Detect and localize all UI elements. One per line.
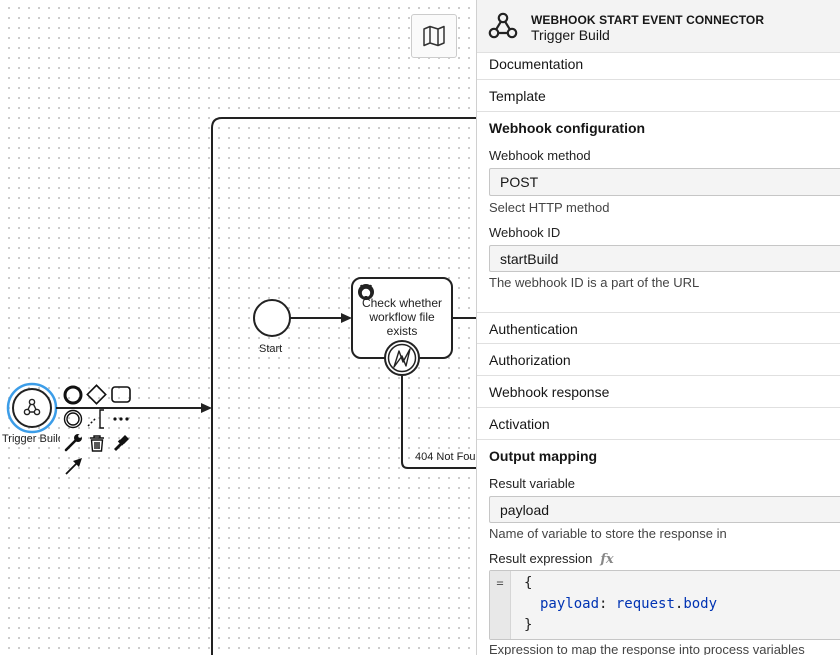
code-line-2: payload: request.body <box>540 596 717 612</box>
result-expression-label: Result expression fx <box>489 551 614 567</box>
trigger-event-label: Trigger Build <box>2 433 60 445</box>
feel-gutter-equals: = <box>490 571 511 639</box>
element-name: Trigger Build <box>531 27 610 43</box>
webhook-id-input[interactable]: startBuild <box>489 245 840 272</box>
webhook-id-description: The webhook ID is a part of the URL <box>489 275 700 290</box>
code-property: body <box>683 596 718 612</box>
group-template[interactable]: Template <box>477 80 840 112</box>
connect-arrow-icon[interactable] <box>65 458 82 475</box>
task-label-line: Check whether <box>361 296 443 310</box>
element-type: WEBHOOK START EVENT CONNECTOR <box>531 13 765 27</box>
minimap-toggle-button[interactable] <box>411 14 457 58</box>
group-webhook-configuration[interactable]: Webhook configuration <box>489 120 646 136</box>
github-icon <box>358 284 374 300</box>
webhook-method-select[interactable]: POST <box>489 168 840 196</box>
color-picker-icon[interactable] <box>114 435 129 451</box>
group-webhook-response[interactable]: Webhook response <box>477 376 840 408</box>
group-documentation[interactable]: Documentation <box>477 48 840 80</box>
webhook-method-description: Select HTTP method <box>489 200 610 215</box>
properties-panel: WEBHOOK START EVENT CONNECTOR Trigger Bu… <box>476 0 840 655</box>
text-annotation-icon[interactable] <box>87 409 104 429</box>
result-expression-description: Expression to map the response into proc… <box>489 642 805 655</box>
result-variable-label: Result variable <box>489 476 575 491</box>
end-event-icon[interactable] <box>63 385 83 405</box>
code-line-1: { <box>524 575 533 591</box>
trash-icon[interactable] <box>90 435 104 452</box>
task-icon[interactable] <box>111 386 131 403</box>
boundary-inner-ring <box>387 343 417 373</box>
task-label-line: workflow file <box>369 310 435 324</box>
start-event-label: Start <box>259 343 283 355</box>
group-authorization[interactable]: Authorization <box>477 344 840 376</box>
flow-arrowhead <box>201 403 212 413</box>
diagram-svg <box>6 117 476 655</box>
feel-fx-icon[interactable]: fx <box>600 552 614 567</box>
error-flow-label: 404 Not Fou <box>415 451 476 463</box>
panel-header: WEBHOOK START EVENT CONNECTOR Trigger Bu… <box>477 0 840 53</box>
code-object: request <box>615 596 675 612</box>
result-expression-editor[interactable]: = { payload: request.body } <box>489 570 840 640</box>
gateway-icon[interactable] <box>86 384 107 405</box>
result-variable-description: Name of variable to store the response i… <box>489 526 727 541</box>
group-output-mapping[interactable]: Output mapping <box>489 448 598 464</box>
task-label-line: exists <box>386 324 418 338</box>
more-icon[interactable] <box>113 417 129 421</box>
webhook-id-label: Webhook ID <box>489 225 561 240</box>
subprocess-frame[interactable] <box>211 117 476 655</box>
intermediate-event-icon[interactable] <box>63 409 83 429</box>
wrench-icon[interactable] <box>64 434 82 452</box>
start-event[interactable] <box>253 299 291 337</box>
code-line-3: } <box>524 617 533 633</box>
trigger-start-event[interactable] <box>12 388 52 428</box>
code-colon: : <box>599 596 616 612</box>
task-label: Check whether workflow file exists <box>352 296 452 338</box>
sequence-flow-error[interactable] <box>401 376 476 469</box>
webhook-method-label: Webhook method <box>489 148 591 163</box>
group-authentication[interactable]: Authentication <box>477 312 840 344</box>
webhook-icon <box>488 12 518 39</box>
lightning-error-icon <box>393 348 411 368</box>
map-icon <box>423 25 445 47</box>
bpmn-canvas[interactable]: Start Check whether workflow file exists… <box>0 0 476 655</box>
webhook-icon <box>23 398 41 416</box>
code-key: payload <box>540 596 600 612</box>
group-activation[interactable]: Activation <box>477 408 840 440</box>
result-variable-input[interactable]: payload <box>489 496 840 523</box>
code-dot: . <box>674 596 684 612</box>
flow-arrowhead <box>341 313 352 323</box>
result-expression-label-text: Result expression <box>489 551 593 566</box>
